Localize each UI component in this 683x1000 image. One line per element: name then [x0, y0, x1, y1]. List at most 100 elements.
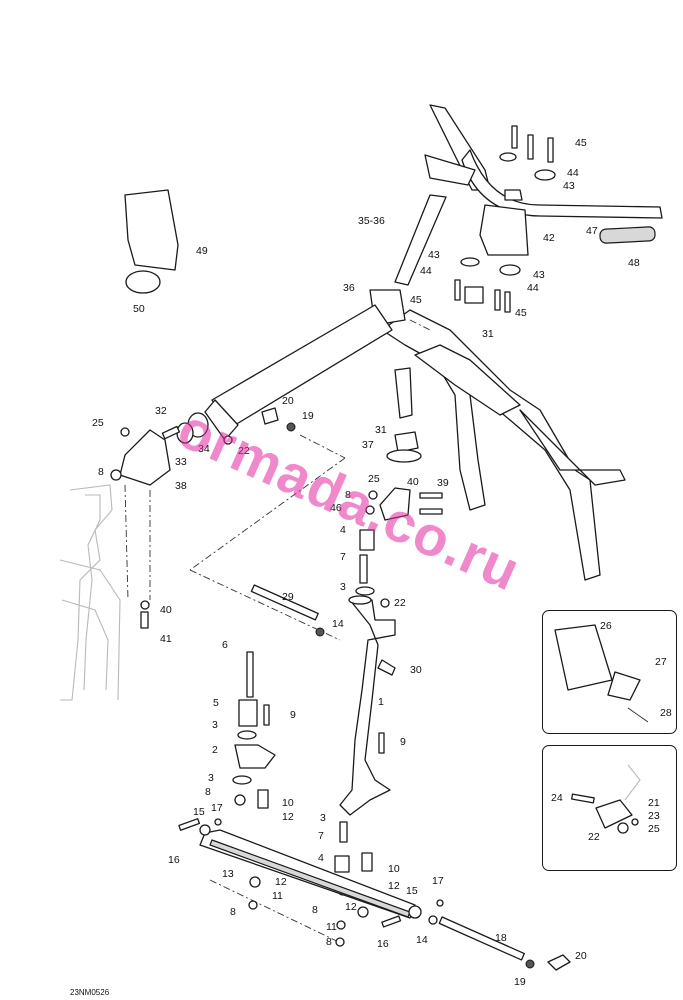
callout-8: 8 [345, 489, 351, 501]
callout-31: 31 [375, 424, 387, 436]
callout-16: 16 [168, 854, 180, 866]
callout-21: 21 [648, 797, 660, 809]
inset-tie-rod-end [570, 764, 641, 834]
callout-15: 15 [193, 806, 205, 818]
skid-plate [124, 189, 179, 294]
callout-31: 31 [482, 328, 494, 340]
callout-12: 12 [388, 880, 400, 892]
callout-19: 19 [514, 976, 526, 988]
callout-38: 38 [175, 480, 187, 492]
callout-50: 50 [133, 303, 145, 315]
callout-11: 11 [326, 921, 337, 933]
callout-48: 48 [628, 257, 640, 269]
callout-47: 47 [586, 225, 598, 237]
callout-43: 43 [533, 269, 545, 281]
callout-8: 8 [98, 466, 104, 478]
callout-3: 3 [208, 772, 214, 784]
callout-14: 14 [416, 934, 428, 946]
callout-22: 22 [238, 445, 250, 457]
inset-boot-panel [542, 610, 677, 734]
callout-11: 11 [272, 890, 283, 902]
callout-10: 10 [282, 797, 294, 809]
callout-30: 30 [410, 664, 422, 676]
assembly-guide-lines [189, 319, 431, 946]
lower-rail [178, 818, 416, 919]
callout-4: 4 [340, 524, 346, 536]
callout-25: 25 [648, 823, 660, 835]
tie-rods [250, 584, 571, 971]
callout-45: 45 [410, 294, 422, 306]
support-bracket [365, 487, 443, 521]
callout-45: 45 [515, 307, 527, 319]
handlebar [461, 149, 663, 244]
bracket-left [110, 427, 171, 629]
callout-16: 16 [377, 938, 389, 950]
callout-25: 25 [92, 417, 104, 429]
shaft-bushings [161, 407, 296, 445]
callout-44: 44 [420, 265, 432, 277]
callout-44: 44 [527, 282, 539, 294]
callout-22: 22 [394, 597, 406, 609]
callout-2: 2 [212, 744, 218, 756]
callout-37: 37 [362, 439, 374, 451]
callout-9: 9 [400, 736, 406, 748]
callout-7: 7 [318, 830, 324, 842]
callout-43: 43 [563, 180, 575, 192]
callout-33: 33 [175, 456, 187, 468]
frame-ghost-left [59, 484, 121, 701]
callout-23: 23 [648, 810, 660, 822]
callout-13: 13 [222, 868, 234, 880]
callout-14: 14 [332, 618, 344, 630]
steering-column-upper [369, 154, 476, 326]
callout-22: 22 [588, 831, 600, 843]
callout-41: 41 [160, 633, 172, 645]
callout-40: 40 [407, 476, 419, 488]
callout-5: 5 [213, 697, 219, 709]
callout-44: 44 [567, 167, 579, 179]
handlebar-clamp [454, 125, 556, 313]
callout-25: 25 [368, 473, 380, 485]
inset-boot [554, 624, 649, 723]
callout-29: 29 [282, 591, 294, 603]
callout-32: 32 [155, 405, 167, 417]
callout-12: 12 [345, 901, 357, 913]
callout-3: 3 [320, 812, 326, 824]
callout-15: 15 [406, 885, 418, 897]
callout-12: 12 [282, 811, 294, 823]
callout-20: 20 [282, 395, 294, 407]
callout-8: 8 [326, 936, 332, 948]
callout-18: 18 [495, 932, 507, 944]
callout-10: 10 [388, 863, 400, 875]
chassis-frame [381, 104, 626, 581]
steering-arm [339, 529, 396, 816]
column-gasket [386, 431, 422, 463]
callout-39: 39 [437, 477, 449, 489]
callout-17: 17 [432, 875, 444, 887]
drawing-code: 23NM0526 [70, 988, 110, 997]
callout-20: 20 [575, 950, 587, 962]
callout-26: 26 [600, 620, 612, 632]
callout-28: 28 [660, 707, 672, 719]
callout-8: 8 [312, 904, 318, 916]
callout-6: 6 [222, 639, 228, 651]
callout-42: 42 [543, 232, 555, 244]
callout-3: 3 [212, 719, 218, 731]
callout-3: 3 [340, 581, 346, 593]
callout-7: 7 [340, 551, 346, 563]
callout-35-36: 35-36 [358, 215, 385, 227]
callout-1: 1 [378, 696, 384, 708]
callout-27: 27 [655, 656, 667, 668]
callout-45: 45 [575, 137, 587, 149]
callout-12: 12 [275, 876, 287, 888]
callout-46: 46 [330, 502, 342, 514]
steering-shaft [204, 304, 393, 441]
callout-4: 4 [318, 852, 324, 864]
callout-36: 36 [343, 282, 355, 294]
callout-24: 24 [551, 792, 563, 804]
callout-19: 19 [302, 410, 314, 422]
pitman-arm-stack [232, 651, 385, 947]
callout-43: 43 [428, 249, 440, 261]
callout-49: 49 [196, 245, 208, 257]
